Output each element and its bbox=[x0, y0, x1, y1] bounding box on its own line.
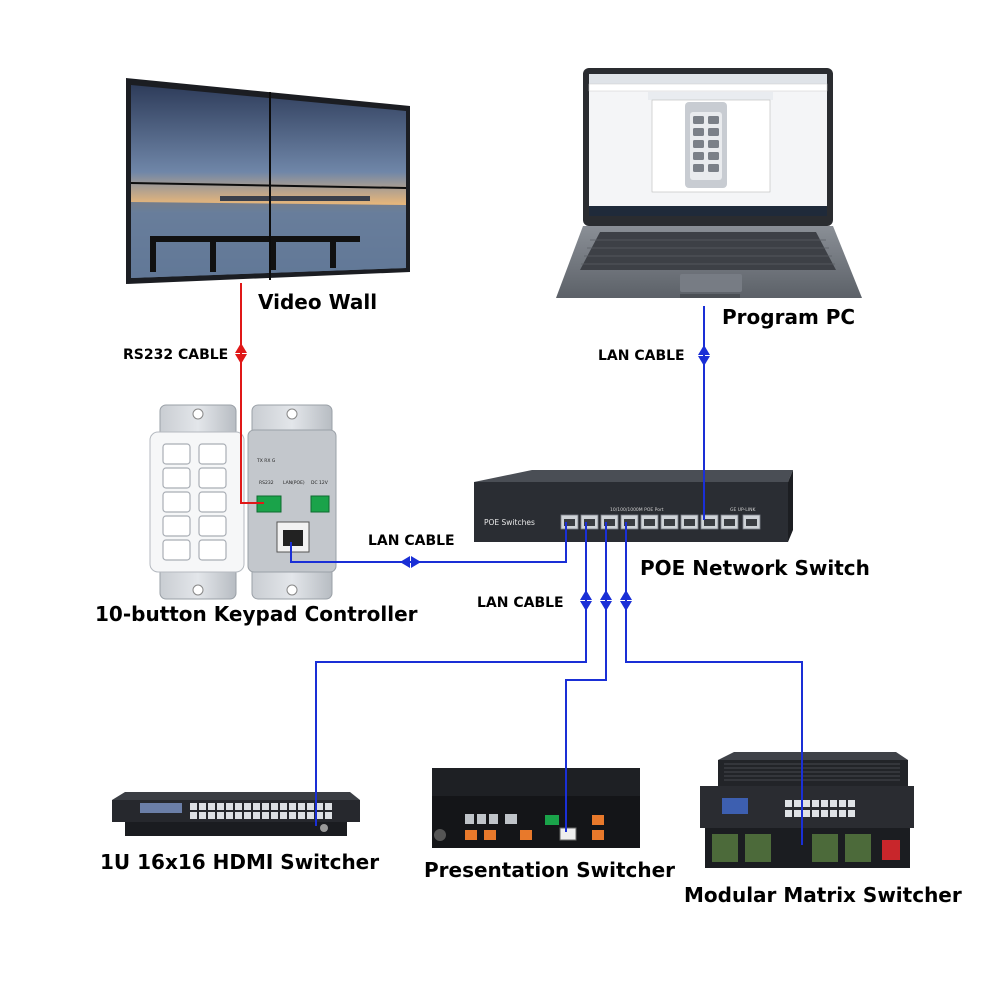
lan-bottom-double-arrow-icons bbox=[580, 590, 632, 611]
lan-pc-double-arrow-icon bbox=[698, 345, 710, 366]
keypad-back-image bbox=[247, 404, 337, 600]
lan-cable-bottom-label: LAN CABLE bbox=[477, 595, 564, 611]
poe-panel-title: POE Switches bbox=[484, 518, 535, 527]
rs232-cable-label: RS232 CABLE bbox=[123, 347, 229, 363]
presentation-switcher-label: Presentation Switcher bbox=[424, 858, 676, 882]
keypad-dc-label: DC 12V bbox=[311, 480, 329, 486]
modular-matrix-image bbox=[700, 752, 914, 868]
poe-port-header: 10/100/1000M POE Port bbox=[610, 507, 664, 513]
keypad-txrx-label: TX RX G bbox=[256, 458, 276, 464]
hdmi-switcher-image bbox=[112, 792, 360, 836]
lan-cable-keypad-label: LAN CABLE bbox=[368, 533, 455, 549]
modular-matrix-label: Modular Matrix Switcher bbox=[684, 883, 962, 907]
hdmi-switcher-label: 1U 16x16 HDMI Switcher bbox=[100, 850, 380, 874]
poe-uplink-header: GE UP-LINK bbox=[730, 507, 756, 513]
poe-switch-image: POE Switches 10/100/1000M POE Port GE UP… bbox=[474, 470, 793, 542]
presentation-switcher-image bbox=[432, 768, 640, 848]
video-wall-image bbox=[126, 78, 410, 284]
keypad-label: 10-button Keypad Controller bbox=[95, 602, 418, 626]
lan-cable-pc-label: LAN CABLE bbox=[598, 348, 685, 364]
program-pc-label: Program PC bbox=[722, 305, 856, 329]
lan-keypad-double-arrow-icon bbox=[400, 556, 421, 568]
keypad-front-image bbox=[149, 404, 245, 600]
keypad-rs232-label: RS232 bbox=[259, 480, 274, 486]
program-pc-image bbox=[556, 68, 862, 298]
video-wall-label: Video Wall bbox=[258, 290, 378, 314]
lan-cable-keypad-line bbox=[290, 522, 567, 563]
poe-switch-label: POE Network Switch bbox=[640, 556, 870, 580]
rs232-double-arrow-icon bbox=[235, 343, 247, 364]
keypad-lan-label: LAN(POE) bbox=[283, 480, 305, 486]
